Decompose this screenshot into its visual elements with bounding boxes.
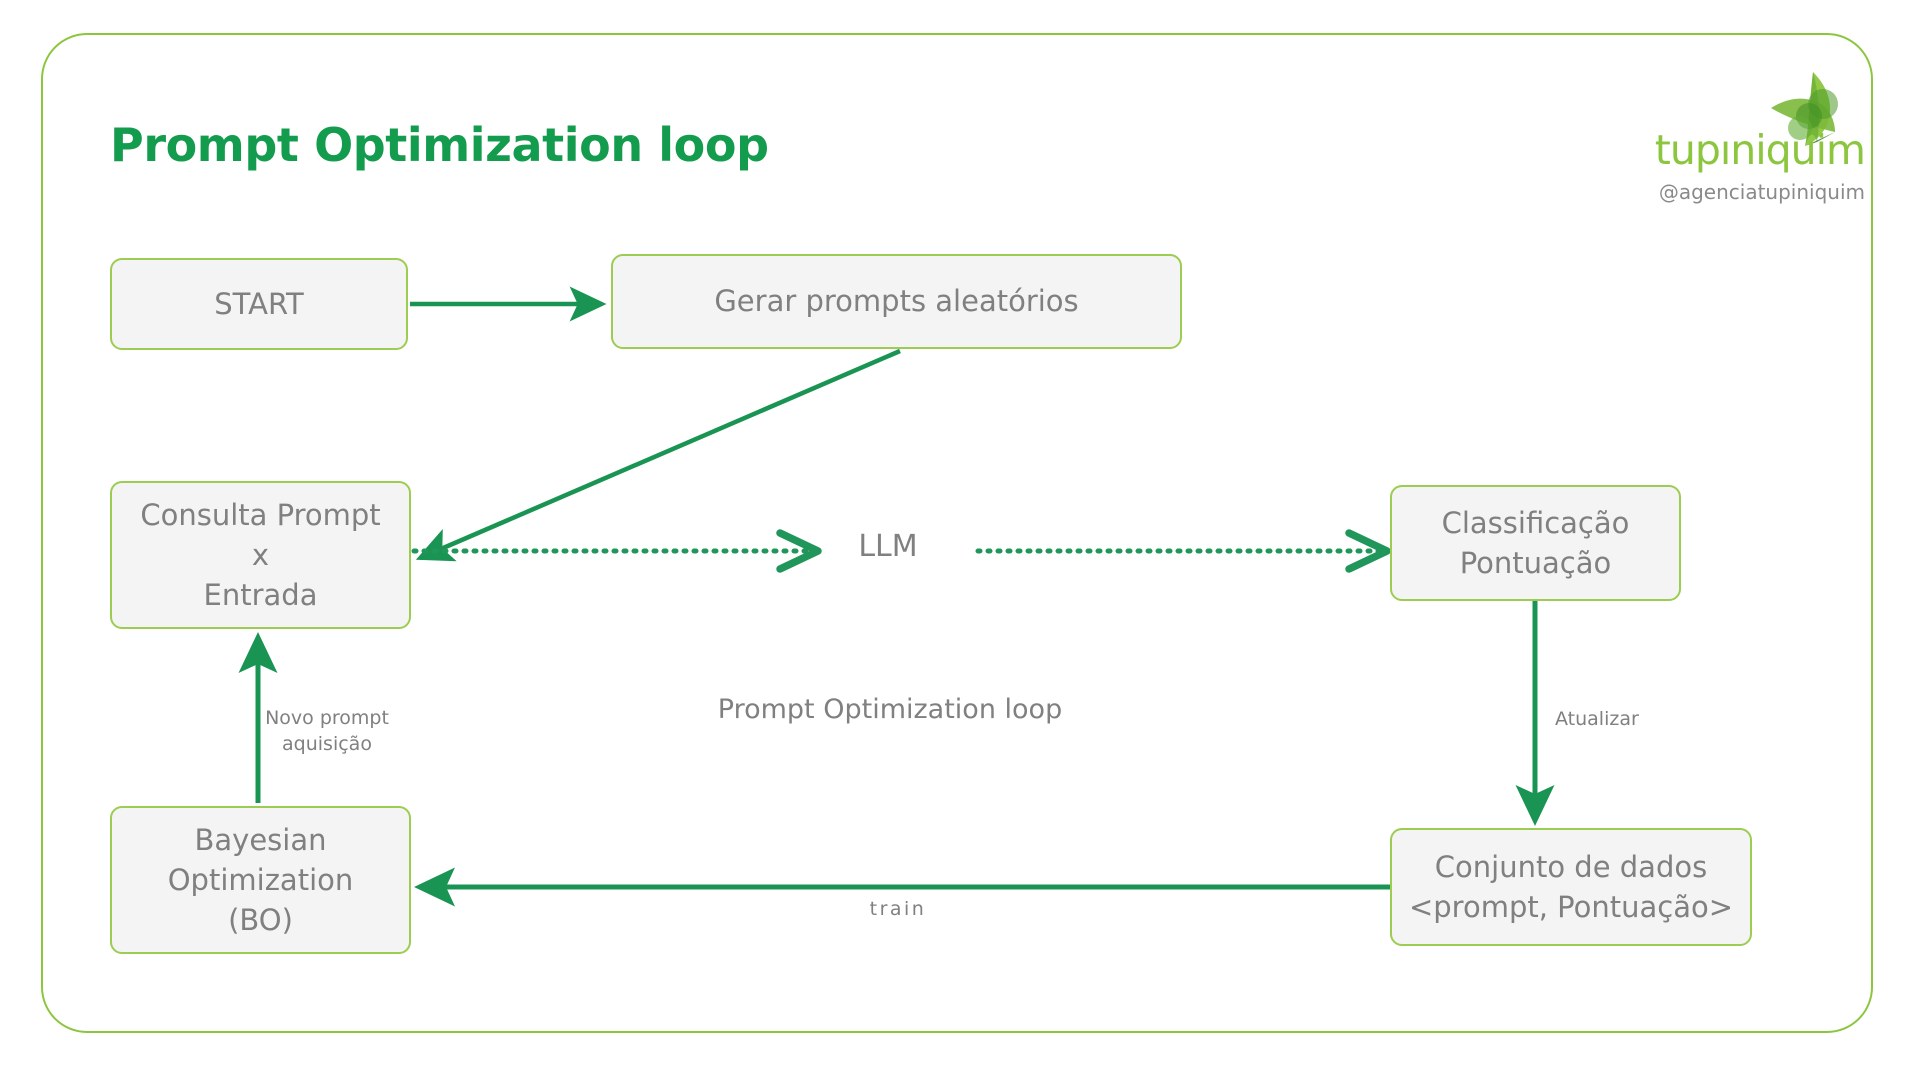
- node-generate-random-prompts[interactable]: Gerar prompts aleatórios: [611, 254, 1182, 349]
- label-train: train: [869, 898, 927, 920]
- leaf-icon: [1771, 72, 1838, 146]
- label-llm: LLM: [858, 529, 918, 564]
- node-bayesian-optimization[interactable]: Bayesian Optimization (BO): [110, 806, 411, 954]
- logo-handle: @agenciatupiniquim: [1658, 180, 1865, 204]
- node-consulta-prompt[interactable]: Consulta Prompt x Entrada: [110, 481, 411, 629]
- node-conjunto-de-dados[interactable]: Conjunto de dados <prompt, Pontuação>: [1390, 828, 1752, 946]
- logo-wordmark: tupıniquim: [1654, 126, 1866, 174]
- page-title: Prompt Optimization loop: [110, 118, 769, 172]
- label-center-loop: Prompt Optimization loop: [717, 694, 1063, 725]
- node-start[interactable]: START: [110, 258, 408, 350]
- node-classificacao-pontuacao[interactable]: Classificação Pontuação: [1390, 485, 1681, 601]
- label-atualizar: Atualizar: [1555, 708, 1639, 730]
- label-novo-prompt-aquisicao: Novo prompt aquisição: [265, 707, 389, 755]
